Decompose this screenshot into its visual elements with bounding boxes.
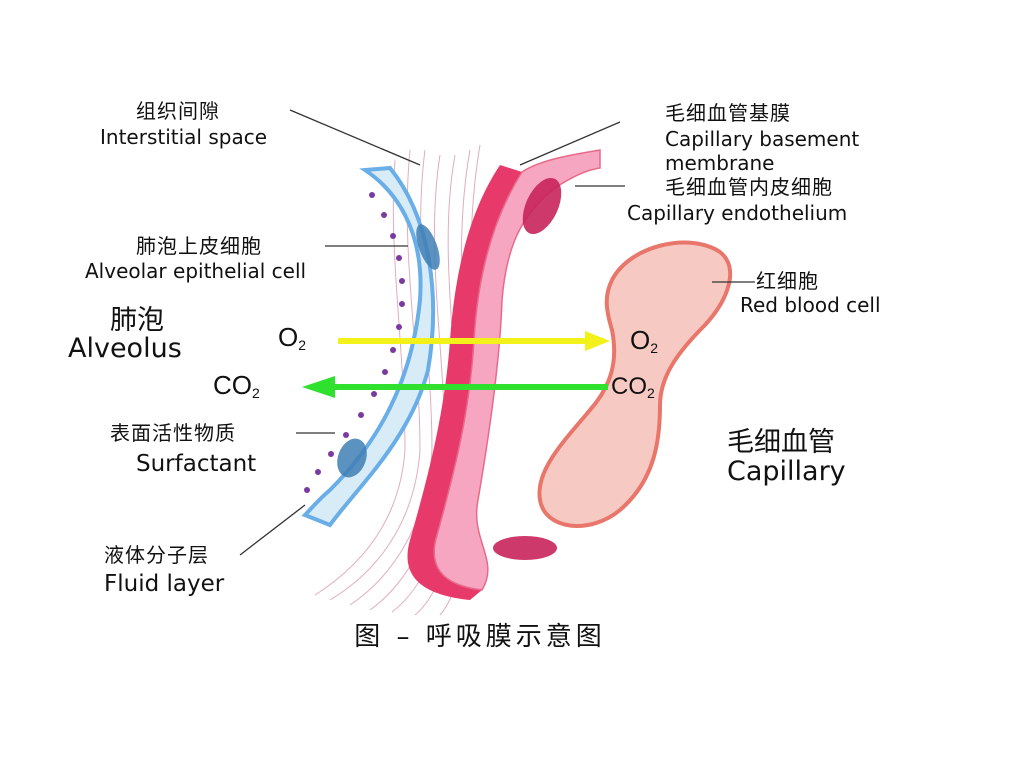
capillary-basement-membrane [407, 165, 522, 600]
basement-label-zh: 毛细血管基膜 [665, 101, 791, 125]
endothelium-label-zh: 毛细血管内皮细胞 [665, 175, 833, 199]
alveolar-epithelial-label-en: Alveolar epithelial cell [85, 259, 307, 283]
o2-arrow [338, 331, 610, 351]
fluid-layer-label-en: Fluid layer [104, 571, 225, 597]
co2-label-right: CO2 [611, 373, 655, 401]
capillary-label-en: Capillary [727, 456, 846, 487]
capillary-endothelium [433, 149, 601, 591]
capillary-label-zh: 毛细血管 [727, 427, 835, 458]
alveolar-epithelium [301, 165, 436, 528]
leader-lines [239, 109, 755, 556]
surfactant-label-zh: 表面活性物质 [110, 421, 236, 445]
co2-sub: 2 [647, 385, 655, 401]
o2-label-right: O2 [630, 325, 658, 356]
o2-label-left: O2 [278, 322, 306, 353]
alveolus-label-zh: 肺泡 [110, 305, 164, 336]
rbc-label-zh: 红细胞 [756, 269, 819, 293]
epithelial-nucleus [416, 224, 440, 270]
basement-label-en-1: Capillary basement [665, 127, 860, 151]
endothelium-label-en: Capillary endothelium [627, 201, 848, 225]
basement-label-en-2: membrane [665, 151, 775, 175]
rbc-label-en: Red blood cell [740, 293, 881, 317]
o2-main: O [630, 325, 651, 355]
endothelial-nucleus [493, 536, 557, 560]
o2-main: O [278, 322, 299, 352]
endothelial-nucleus [522, 177, 562, 235]
o2-sub: 2 [650, 340, 659, 356]
co2-label-left: CO2 [213, 370, 260, 401]
alveolus-label-en: Alveolus [68, 333, 182, 364]
interstitial-label-zh: 组织间隙 [136, 99, 220, 123]
o2-sub: 2 [298, 337, 307, 353]
co2-arrow [302, 376, 608, 398]
interstitial-label-en: Interstitial space [100, 125, 268, 149]
surfactant-label-en: Surfactant [136, 451, 257, 477]
red-blood-cell [537, 240, 732, 528]
epithelial-nucleus [337, 438, 367, 478]
alveolar-epithelial-label-zh: 肺泡上皮细胞 [136, 234, 262, 258]
surfactant-dots [304, 192, 405, 493]
co2-main: CO [611, 373, 647, 400]
figure-caption: 图 – 呼吸膜示意图 [354, 622, 606, 652]
co2-main: CO [213, 370, 252, 400]
co2-sub: 2 [252, 385, 260, 401]
fluid-layer-label-zh: 液体分子层 [104, 543, 209, 567]
